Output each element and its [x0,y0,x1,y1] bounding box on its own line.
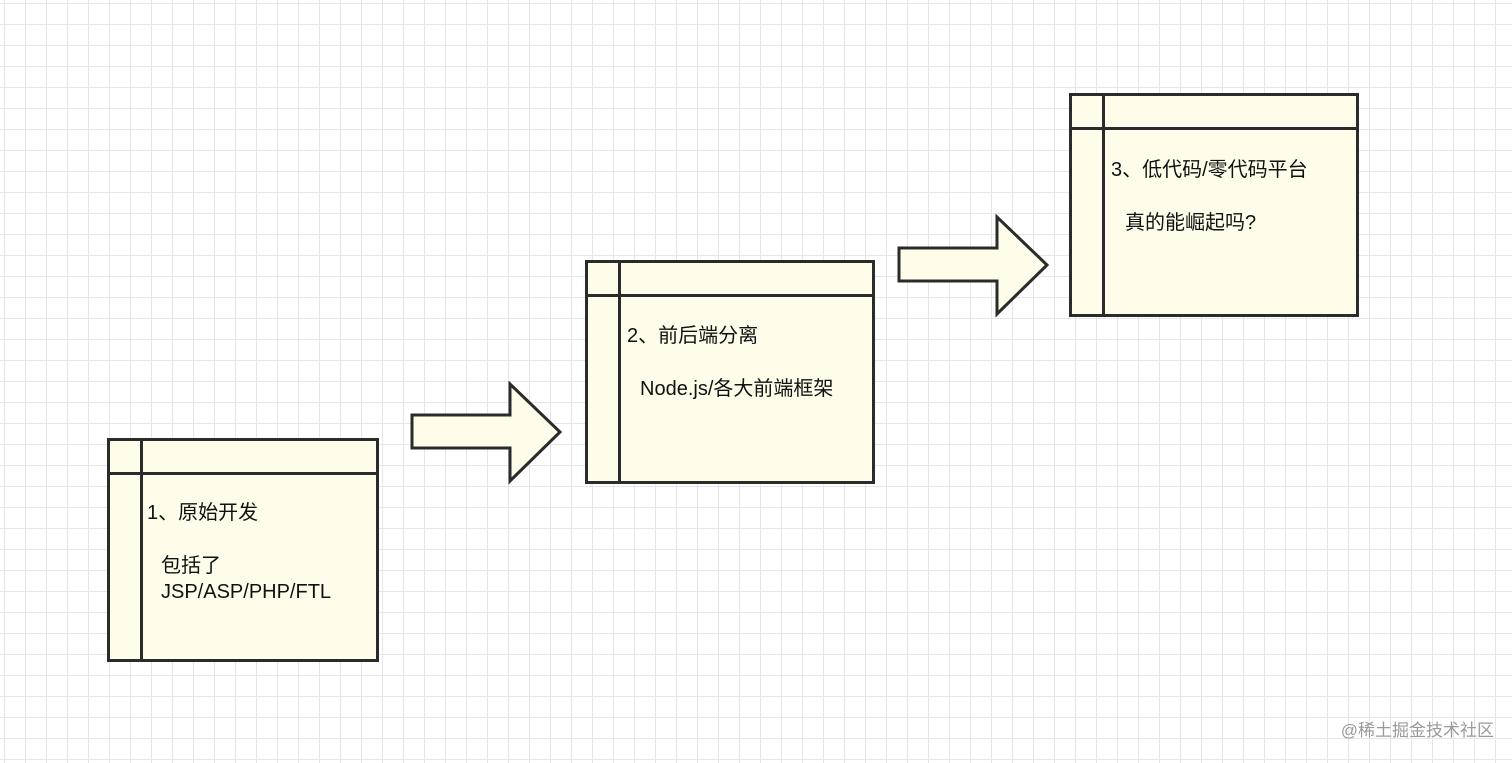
step-2-side-divider [618,263,621,481]
step-3-body-line1: 真的能崛起吗? [1125,212,1257,234]
step-3-box: 3、低代码/零代码平台 真的能崛起吗? [1069,93,1359,317]
step-3-side-divider [1102,96,1105,314]
step-2-title: 2、前后端分离 [627,325,759,347]
step-3-header-divider [1072,127,1356,130]
step-1-title: 1、原始开发 [147,502,259,524]
step-1-side-divider [140,441,143,659]
step-3-title: 3、低代码/零代码平台 [1111,159,1308,181]
step-1-body-line1: 包括了 [161,555,221,577]
arrow-right-icon [897,214,1050,318]
step-1-header-divider [110,472,376,475]
step-2-box: 2、前后端分离 Node.js/各大前端框架 [585,260,875,484]
step-1-body-line2: JSP/ASP/PHP/FTL [161,581,332,603]
step-1-box: 1、原始开发 包括了 JSP/ASP/PHP/FTL [107,438,379,662]
step-2-body-line1: Node.js/各大前端框架 [640,378,834,400]
step-2-header-divider [588,294,872,297]
arrow-right-icon [410,381,563,485]
watermark: @稀土掘金技术社区 [1340,721,1494,740]
